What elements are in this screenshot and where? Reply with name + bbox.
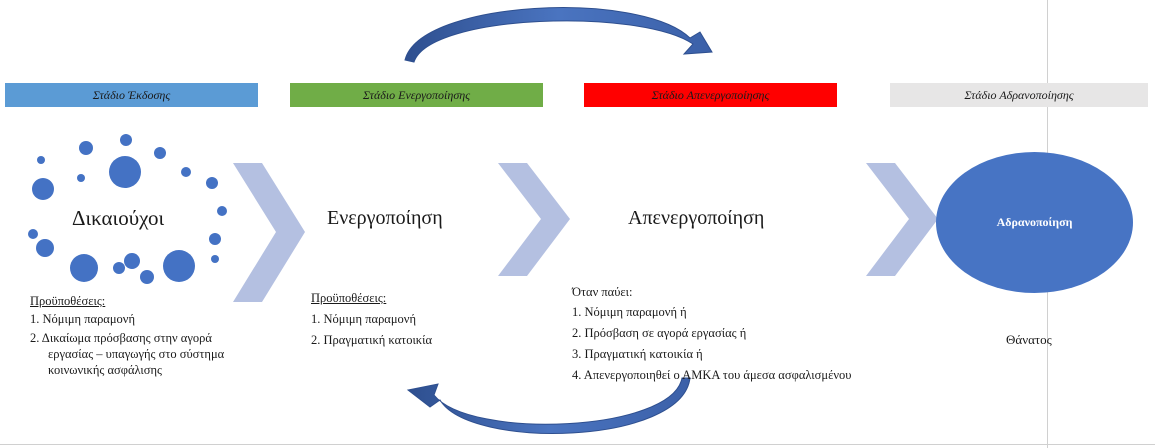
inactivation-circle-label: Αδρανοποίηση bbox=[996, 215, 1073, 229]
stage-issuance-label: Στάδιο Έκδοσης bbox=[92, 88, 171, 102]
stage-activation-label: Στάδιο Ενεργοποίησης bbox=[362, 88, 471, 102]
inactivation-reason: Θάνατος bbox=[1006, 332, 1052, 347]
frame-bottom-border bbox=[0, 444, 1155, 445]
deactivation-condition-1: 1. Νόμιμη παραμονή ή bbox=[572, 305, 687, 319]
chevron-arrow-2 bbox=[498, 163, 570, 276]
bottom-curved-arrow bbox=[406, 377, 691, 434]
chevron-arrow-1 bbox=[233, 163, 305, 302]
deactivation-conditions-list: 1. Νόμιμη παραμονή ή 2. Πρόσβαση σε αγορ… bbox=[572, 304, 862, 383]
stage-inactivation-label: Στάδιο Αδρανοποίησης bbox=[964, 88, 1074, 102]
stage-deactivation-label: Στάδιο Απενεργοποίησης bbox=[651, 88, 770, 102]
beneficiaries-dots bbox=[28, 134, 227, 284]
stage-inactivation: Στάδιο Αδρανοποίησης bbox=[890, 83, 1148, 107]
deactivation-condition-2: 2. Πρόσβαση σε αγορά εργασίας ή bbox=[572, 326, 747, 340]
activation-conditions: Προϋποθέσεις: 1. Νόμιμη παραμονή 2. Πραγ… bbox=[311, 290, 501, 353]
deactivation-condition-3: 3. Πραγματική κατοικία ή bbox=[572, 347, 703, 361]
activation-conditions-title: Προϋποθέσεις: bbox=[311, 291, 387, 305]
activation-condition-2: 2. Πραγματική κατοικία bbox=[311, 333, 433, 347]
issuance-conditions-title: Προϋποθέσεις: bbox=[30, 294, 106, 308]
issuance-condition-1: 1. Νόμιμη παραμονή bbox=[30, 312, 135, 326]
issuance-conditions-list: 1. Νόμιμη παραμονή 2. Δικαίωμα πρόσβασης… bbox=[30, 311, 225, 378]
issuance-condition-2: 2. Δικαίωμα πρόσβασης στην αγορά εργασία… bbox=[30, 331, 225, 377]
heading-activation: Ενεργοποίηση bbox=[327, 207, 443, 229]
deactivation-condition-4: 4. Απενεργοποιηθεί ο ΑΜΚΑ του άμεσα ασφα… bbox=[572, 368, 852, 382]
stage-activation: Στάδιο Ενεργοποίησης bbox=[290, 83, 543, 107]
heading-beneficiaries: Δικαιούχοι bbox=[72, 206, 165, 230]
chevron-arrow-3 bbox=[866, 163, 938, 276]
heading-deactivation: Απενεργοποίηση bbox=[628, 207, 765, 229]
activation-condition-1: 1. Νόμιμη παραμονή bbox=[311, 312, 416, 326]
inactivation-circle: Αδρανοποίηση bbox=[936, 152, 1133, 293]
activation-conditions-list: 1. Νόμιμη παραμονή 2. Πραγματική κατοικί… bbox=[311, 311, 501, 348]
stage-issuance: Στάδιο Έκδοσης bbox=[5, 83, 258, 107]
deactivation-conditions-title: Όταν παύει: bbox=[572, 285, 633, 299]
top-curved-arrow bbox=[404, 7, 713, 63]
deactivation-conditions: Όταν παύει: 1. Νόμιμη παραμονή ή 2. Πρόσ… bbox=[572, 284, 862, 388]
stage-deactivation: Στάδιο Απενεργοποίησης bbox=[584, 83, 837, 107]
issuance-conditions: Προϋποθέσεις: 1. Νόμιμη παραμονή 2. Δικα… bbox=[30, 293, 225, 383]
